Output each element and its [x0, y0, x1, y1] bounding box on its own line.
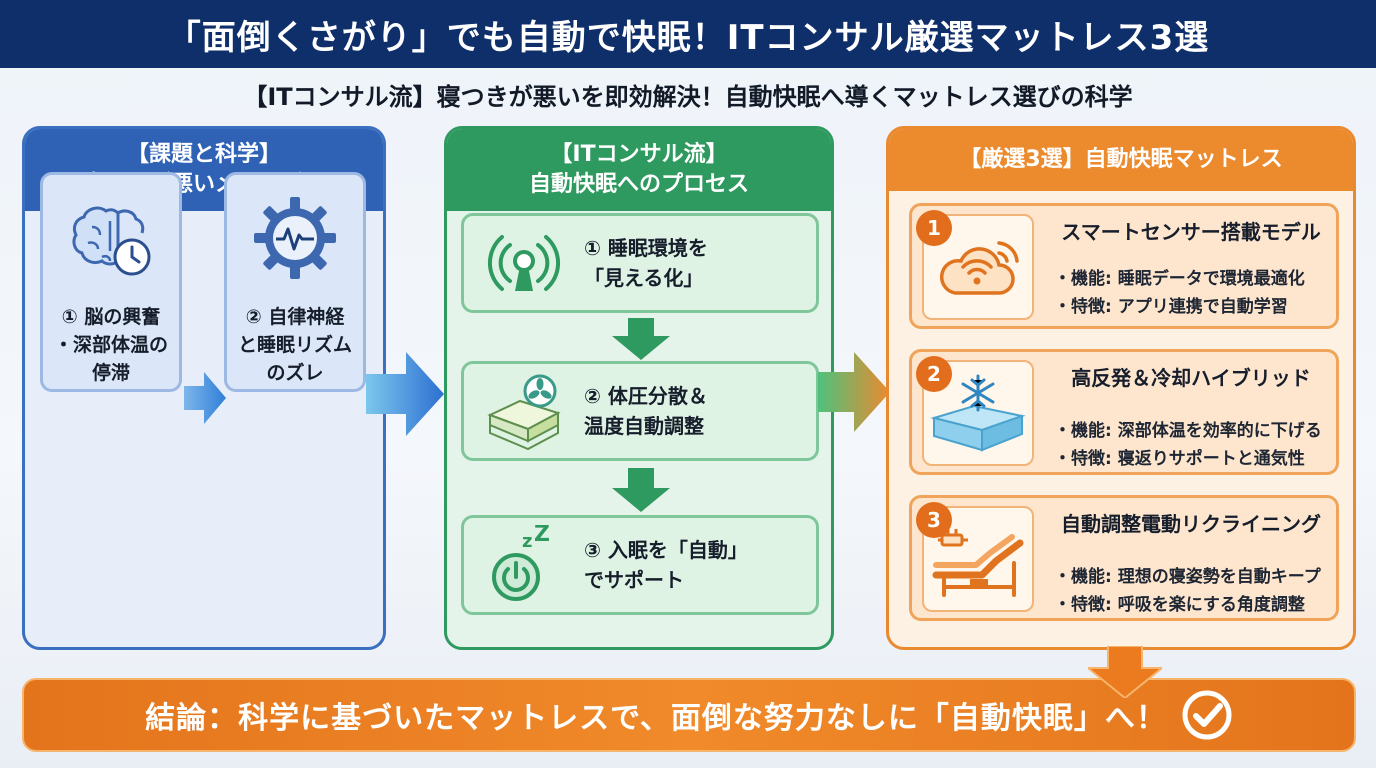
- cause-card-2-text: ② 自律神経 と睡眠リズム のズレ: [238, 303, 352, 387]
- mattress-fan-icon: [487, 374, 561, 451]
- svg-text:Z: Z: [534, 525, 550, 547]
- problem-to-process-arrow: [366, 352, 444, 436]
- cause-card-1-line1: ① 脳の興奮: [61, 306, 161, 328]
- process-step-3-text: ③ 入眠を「自動」 でサポート: [584, 535, 748, 595]
- process-step-2-line2: 温度自動調整: [584, 414, 704, 438]
- process-step-2: ② 体圧分散＆ 温度自動調整: [461, 361, 819, 461]
- conclusion-text: 結論：科学に基づいたマットレスで、面倒な努力なしに「自動快眠」へ！: [145, 701, 1167, 736]
- pick-item-2: 2 高反発＆冷却ハイブリッド ・機能: 深部体温を効率的に下げる ・特徴: 寝返…: [909, 349, 1339, 475]
- cause-card-1-text: ① 脳の興奮 ・深部体温の 停滞: [54, 303, 168, 387]
- process-step-1-text: ① 睡眠環境を 「見える化」: [584, 233, 708, 293]
- picks-to-conclusion-arrow: [1088, 646, 1162, 698]
- brain-clock-icon: [72, 206, 151, 276]
- pick-item-2-number: 2: [916, 356, 952, 392]
- process-step-3: z Z ③ 入眠を「自動」 でサポート: [461, 515, 819, 615]
- process-step-1: ① 睡眠環境を 「見える化」: [461, 213, 819, 313]
- process-header-line1: 【ITコンサル流】: [550, 142, 728, 167]
- picks-column: 【厳選3選】自動快眠マットレス 1 スマートセンサー搭載モデル ・機能: 睡眠デ…: [886, 126, 1356, 650]
- pick-item-1-name: スマートセンサー搭載モデル: [1061, 220, 1321, 244]
- process-to-picks-arrow: [818, 352, 890, 432]
- sleep-power-icon: z Z: [492, 525, 550, 601]
- pick-item-1: 1 スマートセンサー搭載モデル ・機能: 睡眠データで環境最適化 ・特徴: アプ…: [909, 203, 1339, 329]
- pick-item-3-feature-1: ・機能: 理想の寝姿勢を自動キープ: [1054, 567, 1321, 587]
- snowflake-mattress-icon: [930, 374, 1026, 452]
- cause-card-2-line2: と睡眠リズム: [237, 334, 352, 356]
- process-down-arrow-1: [612, 318, 670, 360]
- pick-item-2-feature-2: ・特徴: 寝返りサポートと通気性: [1054, 449, 1305, 469]
- pick-item-3-feature-2: ・特徴: 呼吸を楽にする角度調整: [1054, 595, 1305, 615]
- cause-card-1-line2: ・深部体温の: [53, 334, 168, 356]
- reclining-bed-icon: [932, 529, 1024, 597]
- sensor-signal-icon: [487, 235, 561, 291]
- svg-text:z: z: [522, 531, 532, 552]
- cloud-wifi-icon: [939, 241, 1019, 295]
- page-subtitle: 【ITコンサル流】寝つきが悪いを即効解決！自動快眠へ導くマットレス選びの科学: [243, 82, 1133, 111]
- cause-link-arrow: [184, 372, 226, 424]
- process-down-arrow-2: [612, 468, 670, 512]
- pick-item-1-feature-2: ・特徴: アプリ連携で自動学習: [1054, 297, 1288, 317]
- process-step-2-text: ② 体圧分散＆ 温度自動調整: [584, 381, 708, 441]
- cause-card-2: ② 自律神経 と睡眠リズム のズレ: [224, 172, 366, 392]
- pick-item-3-number: 3: [916, 502, 952, 538]
- cause-card-1-line3: 停滞: [91, 362, 130, 384]
- cause-card-2-line1: ② 自律神経: [245, 306, 345, 328]
- pick-item-3: 3 自動調整電動リクライニング ・機能: 理想の寝姿勢を自動キープ ・特徴: 呼…: [909, 495, 1339, 621]
- process-header-line2: 自動快眠へのプロセス: [528, 172, 749, 197]
- cause-card-1: ① 脳の興奮 ・深部体温の 停滞: [40, 172, 182, 392]
- cause-card-2-line3: のズレ: [266, 362, 324, 384]
- process-step-2-line1: ② 体圧分散＆: [584, 384, 708, 408]
- title-bar: 「面倒くさがり」でも自動で快眠！ITコンサル厳選マットレス3選: [0, 0, 1376, 68]
- gear-pulse-icon: [254, 197, 336, 279]
- pick-item-3-picture: [922, 506, 1034, 612]
- pick-item-2-feature-1: ・機能: 深部体温を効率的に下げる: [1054, 421, 1322, 441]
- process-step-3-line2: でサポート: [584, 568, 684, 592]
- picks-column-header: 【厳選3選】自動快眠マットレス: [889, 129, 1353, 191]
- pick-item-1-feature-1: ・機能: 睡眠データで環境最適化: [1054, 269, 1305, 289]
- problem-header-line1: 【課題と科学】: [126, 142, 281, 167]
- process-column-header: 【ITコンサル流】 自動快眠へのプロセス: [447, 129, 831, 211]
- pick-item-1-number: 1: [916, 210, 952, 246]
- page-title: 「面倒くさがり」でも自動で快眠！ITコンサル厳選マットレス3選: [166, 17, 1210, 58]
- process-step-3-line1: ③ 入眠を「自動」: [584, 538, 748, 562]
- check-circle-icon: [1182, 690, 1232, 740]
- pick-item-2-name: 高反発＆冷却ハイブリッド: [1071, 366, 1311, 390]
- pick-item-3-name: 自動調整電動リクライニング: [1061, 512, 1321, 536]
- process-column: 【ITコンサル流】 自動快眠へのプロセス ① 睡眠環境を 「見える化」: [444, 126, 834, 650]
- process-step-1-line1: ① 睡眠環境を: [584, 236, 708, 260]
- process-step-1-line2: 「見える化」: [584, 266, 704, 290]
